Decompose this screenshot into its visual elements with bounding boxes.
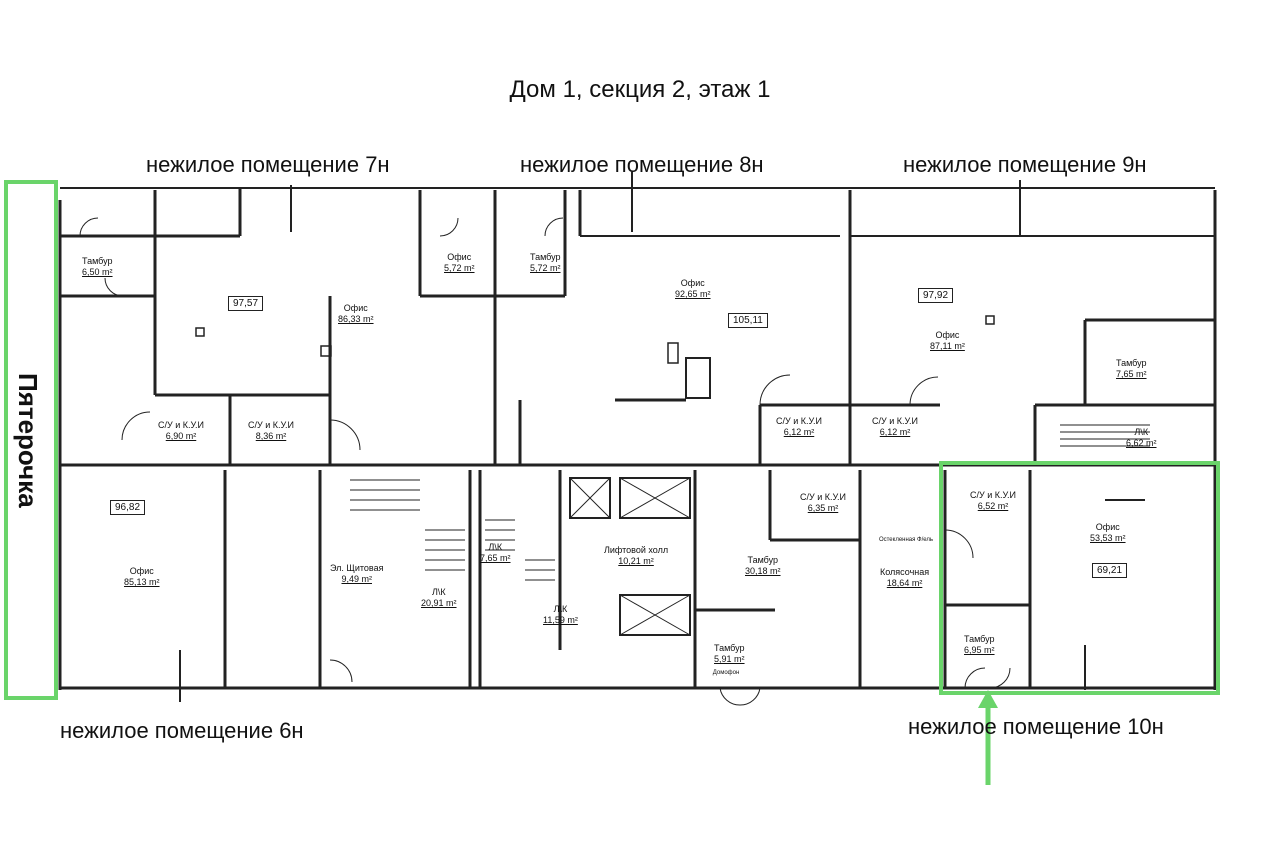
unit-total-6n: 96,82 [110,500,146,515]
anchor-tenant-label: Пятерочка [13,372,43,508]
unit-label-7n: нежилое помещение 7н [146,152,390,177]
anchor-tenant: Пятерочка [6,182,56,698]
unit-10n-highlight [939,461,1220,695]
unit-label-9n: нежилое помещение 9н [903,152,1147,177]
anchor-highlight [4,180,58,700]
entrance-arrow-head [978,690,998,708]
glazed-partition-note: Остекленная Ф/ель [878,537,934,543]
unit-total-10n: 69,21 [1092,563,1128,578]
walls [58,187,1217,706]
unit-total-7n: 97,57 [228,296,264,311]
highlights [4,180,1220,785]
unit-label-6n: нежилое помещение 6н [60,718,304,743]
unit-label-8n: нежилое помещение 8н [520,152,764,177]
unit-total-9n: 97,92 [918,288,954,303]
intercom-note: Домофон [712,670,740,676]
unit-total-8n: 105,11 [728,313,768,328]
plan-title: Дом 1, секция 2, этаж 1 [509,76,771,103]
indicator-lines [179,172,1086,702]
unit-label-10n: нежилое помещение 10н [908,714,1164,739]
